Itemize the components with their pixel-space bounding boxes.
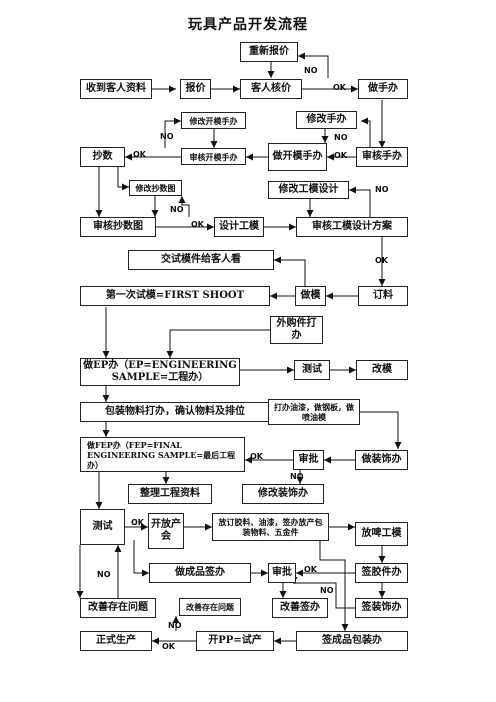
node-quote: 报价	[180, 79, 211, 99]
node-review-mold-design: 审核工模设计方案	[296, 217, 408, 237]
node-fep-sample: 做FEP办（FEP=FINAL ENGINEERING SAMPLE=最后工程办…	[80, 437, 245, 472]
node-make-sample: 做手办	[358, 79, 408, 99]
edge-review-mold-no-to-modify	[349, 186, 371, 217]
label-no-copy-draw: NO	[170, 205, 184, 214]
label-no-test2: NO	[97, 570, 111, 579]
label-ok-sample: OK	[334, 151, 347, 160]
label-ok-test2: OK	[131, 518, 144, 527]
edge-copy-to-modify-draw	[117, 166, 129, 191]
node-show-customer: 交试模件给客人看	[128, 250, 274, 270]
label-ok-review2: OK	[304, 565, 317, 574]
node-modify-copy-draw: 修改抄数图	[129, 180, 182, 196]
edge-sign-deco-to-review2	[290, 577, 355, 609]
page-title: 玩具产品开发流程	[188, 17, 308, 33]
node-modify-open-sample: 修改开模手办	[181, 112, 246, 129]
edge-check-no-to-reprice	[298, 52, 329, 78]
label-ok-mold-design: OK	[375, 256, 388, 265]
node-outsource: 外购件打办	[270, 316, 323, 344]
node-review-sample: 审核手办	[356, 147, 408, 167]
node-customer-check: 客人核价	[240, 79, 302, 99]
node-improve-issue-2: 改善存在问题	[179, 598, 241, 616]
node-modify-deco: 修改装饰办	[242, 484, 324, 504]
label-no-open: NO	[160, 132, 174, 141]
label-ok-review1: OK	[250, 452, 263, 461]
edge-review-open-no-to-modify	[164, 117, 181, 148]
node-make-open-sample: 做开模手办	[268, 143, 327, 171]
label-ok-check: OK	[333, 83, 346, 92]
node-review-copy-draw: 审核抄数图	[80, 217, 156, 237]
node-mass-production: 正式生产	[80, 631, 152, 651]
node-test2: 测试	[80, 509, 125, 545]
label-ok-copy-draw: OK	[191, 220, 204, 229]
node-receive-data: 收到客人资料	[80, 79, 152, 99]
label-no-pp: NO	[168, 621, 182, 630]
node-release-mold: 放啤工模	[355, 522, 408, 546]
node-review1: 审批	[293, 450, 324, 470]
node-sign-package: 签成品包装办	[296, 631, 408, 651]
label-ok-copy: OK	[133, 150, 146, 159]
node-modify-mold-design: 修改工模设计	[268, 181, 349, 199]
node-paint-print: 打办油漆，做钢板，做喷油模	[268, 399, 360, 425]
node-packaging: 包装物料打办，确认物料及排位	[80, 402, 270, 422]
label-no-sample: NO	[334, 133, 348, 142]
node-review2: 审批	[268, 563, 296, 583]
node-deco-sample: 做装饰办	[355, 450, 408, 470]
node-finished-sign: 做成品签办	[149, 563, 251, 583]
node-improve-sign: 改善签办	[272, 598, 328, 618]
node-ep-sample: 做EP办（EP=ENGINEERING SAMPLE=工程办）	[80, 358, 240, 386]
node-release-orders: 放订胶料、油漆，签办放产包装物料、五金件	[212, 513, 329, 541]
node-reprice: 重新报价	[240, 42, 298, 62]
edge-make-mold-to-show	[274, 256, 306, 286]
node-production-meeting: 开放产会	[148, 513, 184, 549]
edge-test2-to-finished-sign	[133, 540, 149, 577]
label-no-review1: NO	[290, 472, 304, 481]
node-modify-sample: 修改手办	[296, 111, 357, 129]
node-make-mold: 做模	[295, 286, 326, 306]
node-design-mold: 设计工模	[214, 217, 264, 237]
edge-outsource-to-ep	[166, 329, 270, 358]
edge-review-to-modify	[361, 117, 371, 148]
label-no-reprice: NO	[304, 66, 318, 75]
node-improve-issue: 改善存在问题	[80, 598, 156, 618]
node-test1: 测试	[294, 360, 330, 380]
label-no-review2: NO	[320, 586, 334, 595]
node-order-material: 订料	[358, 286, 408, 306]
node-sign-plastic: 签胶件办	[355, 563, 408, 583]
label-ok-pp: OK	[162, 642, 175, 651]
label-no-mold-design: NO	[375, 185, 389, 194]
node-first-shoot: 第一次试模=FIRST SHOOT	[80, 286, 270, 306]
node-review-open-sample: 审核开模手办	[181, 148, 246, 165]
node-copy-draw: 抄数	[80, 147, 125, 167]
node-modify-mold: 改模	[356, 360, 408, 380]
node-eng-data: 整理工程资料	[128, 484, 212, 504]
node-pp-trial: 开PP=试产	[196, 631, 274, 651]
edge-orders-to-sign-package	[319, 541, 349, 631]
node-sign-deco: 签装饰办	[355, 598, 408, 618]
edge-paint-to-deco	[360, 411, 402, 449]
edge-review-draw-no-to-modify	[178, 196, 190, 217]
